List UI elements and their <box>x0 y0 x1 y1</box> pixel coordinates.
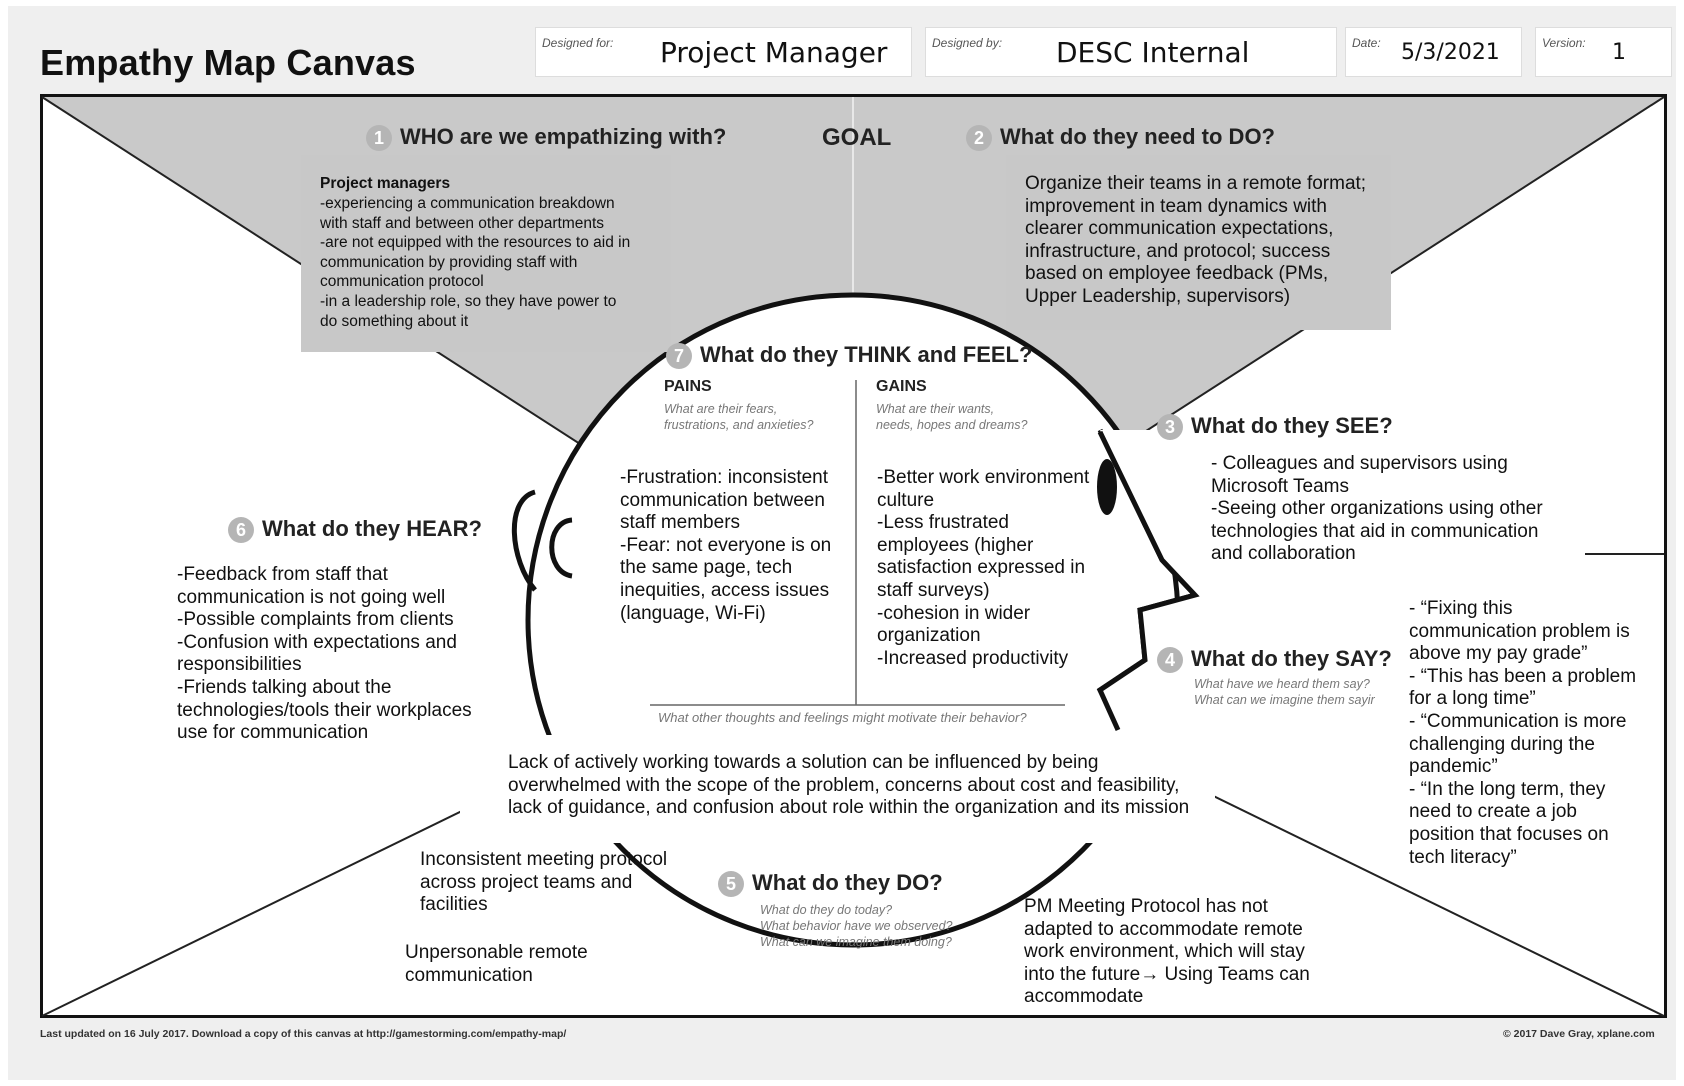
say-heading-text: What do they SAY? <box>1191 646 1392 671</box>
date-value: 5/3/2021 <box>1401 40 1500 65</box>
say-box <box>1398 596 1636 871</box>
say-number: 4 <box>1157 647 1183 674</box>
need-heading: 2 What do they need to DO? <box>966 124 1275 152</box>
pains-text: -Frustration: inconsistent communication… <box>620 467 832 624</box>
goal-label: GOAL <box>822 124 892 151</box>
need-box-text: Organize their teams in a remote format;… <box>1025 173 1367 307</box>
do-sub: What do they do today? What behavior hav… <box>760 903 953 949</box>
think-number: 7 <box>666 343 692 370</box>
footer-right: © 2017 Dave Gray, xplane.com <box>1503 1028 1655 1040</box>
hear-heading-text: What do they HEAR? <box>262 516 482 541</box>
see-box <box>1198 448 1584 566</box>
ear-inner <box>549 517 573 579</box>
gains-label: GAINS <box>876 378 927 395</box>
say-sub: What have we heard them say? What can we… <box>1194 677 1375 707</box>
footer-left: Last updated on 16 July 2017. Download a… <box>40 1028 567 1040</box>
hear-text: -Feedback from staff that communication … <box>177 564 472 744</box>
pains-sub: What are their fears, frustrations, and … <box>664 402 814 432</box>
designed-for-label: Designed for: <box>542 36 614 50</box>
see-text: - Colleagues and supervisors using Micro… <box>1211 453 1543 565</box>
version-value: 1 <box>1612 40 1626 65</box>
gains-text: -Better work environment culture -Less f… <box>877 467 1090 669</box>
designed-by-box: Designed by: DESC Internal <box>925 27 1337 77</box>
who-box-text: -experiencing a communication breakdown … <box>320 195 631 330</box>
see-number: 3 <box>1157 414 1183 441</box>
version-box: Version: 1 <box>1535 27 1672 77</box>
designed-for-box: Designed for: Project Manager <box>535 27 912 77</box>
who-box: Project managers -experiencing a communi… <box>301 155 671 352</box>
gains-sub: What are their wants, needs, hopes and d… <box>876 402 1028 432</box>
page-title: Empathy Map Canvas <box>40 42 416 83</box>
do-number: 5 <box>718 871 744 898</box>
do-right-text: PM Meeting Protocol has not adapted to a… <box>1024 896 1310 1008</box>
face-edge <box>1096 430 1200 732</box>
need-heading-text: What do they need to DO? <box>1000 124 1275 149</box>
hear-number: 6 <box>228 517 254 544</box>
do-left-text-1: Inconsistent meeting protocol across pro… <box>420 849 668 916</box>
think-heading-text: What do they THINK and FEEL? <box>700 342 1033 367</box>
who-heading: 1 WHO are we empathizing with? <box>366 124 727 152</box>
version-label: Version: <box>1542 36 1586 50</box>
motivate-text: Lack of actively working towards a solut… <box>508 752 1190 819</box>
ear-shape <box>511 489 537 592</box>
hear-heading: 6 What do they HEAR? <box>228 516 482 544</box>
date-label: Date: <box>1352 36 1381 50</box>
do-left-text-2: Unpersonable remote communication <box>405 942 588 986</box>
designed-by-value: DESC Internal <box>1056 36 1250 69</box>
do-heading-text: What do they DO? <box>752 870 943 895</box>
see-heading-text: What do they SEE? <box>1191 413 1393 438</box>
pains-label: PAINS <box>664 378 712 395</box>
motivate-question: What other thoughts and feelings might m… <box>658 710 1027 725</box>
designed-for-value: Project Manager <box>660 36 888 69</box>
date-box: Date: 5/3/2021 <box>1345 27 1522 77</box>
do-heading: 5 What do they DO? <box>718 870 943 898</box>
need-number: 2 <box>966 125 992 152</box>
eye-shape <box>1097 459 1117 515</box>
think-heading: 7 What do they THINK and FEEL? <box>666 342 1033 370</box>
say-text: - “Fixing this communication problem is … <box>1409 598 1637 868</box>
face-cover <box>1100 430 1250 760</box>
need-box: Organize their teams in a remote format;… <box>1006 155 1391 330</box>
designed-by-label: Designed by: <box>932 36 1003 50</box>
who-number: 1 <box>366 125 392 152</box>
motivate-cover <box>460 735 1215 843</box>
say-heading: 4 What do they SAY? <box>1157 646 1392 674</box>
who-heading-text: WHO are we empathizing with? <box>400 124 727 149</box>
see-heading: 3 What do they SEE? <box>1157 413 1393 441</box>
who-box-title: Project managers <box>320 175 451 192</box>
